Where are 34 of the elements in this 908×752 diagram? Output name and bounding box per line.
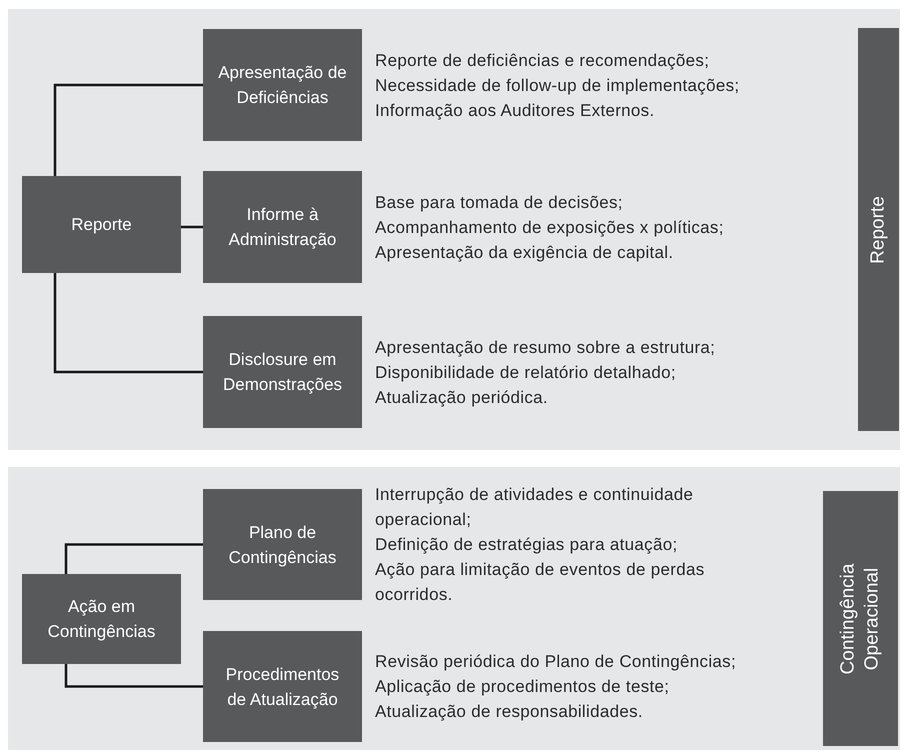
description-text: Atualização de responsabilidades. bbox=[375, 701, 644, 723]
connector-line bbox=[54, 84, 203, 176]
description-text: Base para tomada de decisões; bbox=[375, 192, 624, 214]
process-box: Procedimentos de Atualização bbox=[203, 631, 362, 742]
side-label: Contingência bbox=[836, 562, 860, 676]
connector-line bbox=[64, 664, 203, 688]
description-text: Apresentação de resumo sobre a estrutura; bbox=[375, 336, 716, 359]
side-label: Reporte bbox=[866, 194, 890, 266]
description-text: Reporte de deficiências e recomendações; bbox=[375, 50, 710, 72]
description-text: Disponibilidade de relatório detalhado; bbox=[375, 362, 677, 384]
side-label: Operacional bbox=[860, 566, 884, 672]
side-label-bar bbox=[858, 28, 899, 431]
process-box: Ação em Contingências bbox=[22, 574, 181, 664]
process-box: Disclosure em Demonstrações bbox=[203, 316, 362, 428]
description-text: Interrupção de atividades e continuidade operacional; bbox=[375, 484, 694, 531]
side-label-bar bbox=[823, 491, 898, 746]
panel-background bbox=[8, 467, 900, 750]
process-box: Informe à Administração bbox=[203, 171, 362, 283]
panel-background bbox=[8, 9, 900, 450]
description-text: Aplicação de procedimentos de teste; bbox=[375, 676, 670, 698]
description-text: Definição de estratégias para atuação; bbox=[375, 534, 678, 556]
process-box: Apresentação de Deficiências bbox=[203, 29, 362, 141]
connector-line bbox=[54, 273, 203, 374]
description-text: Necessidade de follow-up de implementações; bbox=[375, 74, 740, 97]
description-text: Acompanhamento de exposições x políticas; bbox=[375, 216, 725, 239]
process-box: Plano de Contingências bbox=[203, 489, 362, 600]
connector-line bbox=[181, 226, 203, 228]
description-text: Revisão periódica do Plano de Contingências; bbox=[375, 651, 737, 673]
description-text: Informação aos Auditores Externos. bbox=[375, 100, 656, 122]
description-text: Atualização periódica. bbox=[375, 386, 549, 409]
process-box: Reporte bbox=[22, 176, 181, 273]
description-text: Ação para limitação de eventos de perdas ocorridos. bbox=[375, 559, 706, 606]
description-text: Apresentação da exigência de capital. bbox=[375, 242, 674, 264]
connector-line bbox=[64, 543, 203, 574]
